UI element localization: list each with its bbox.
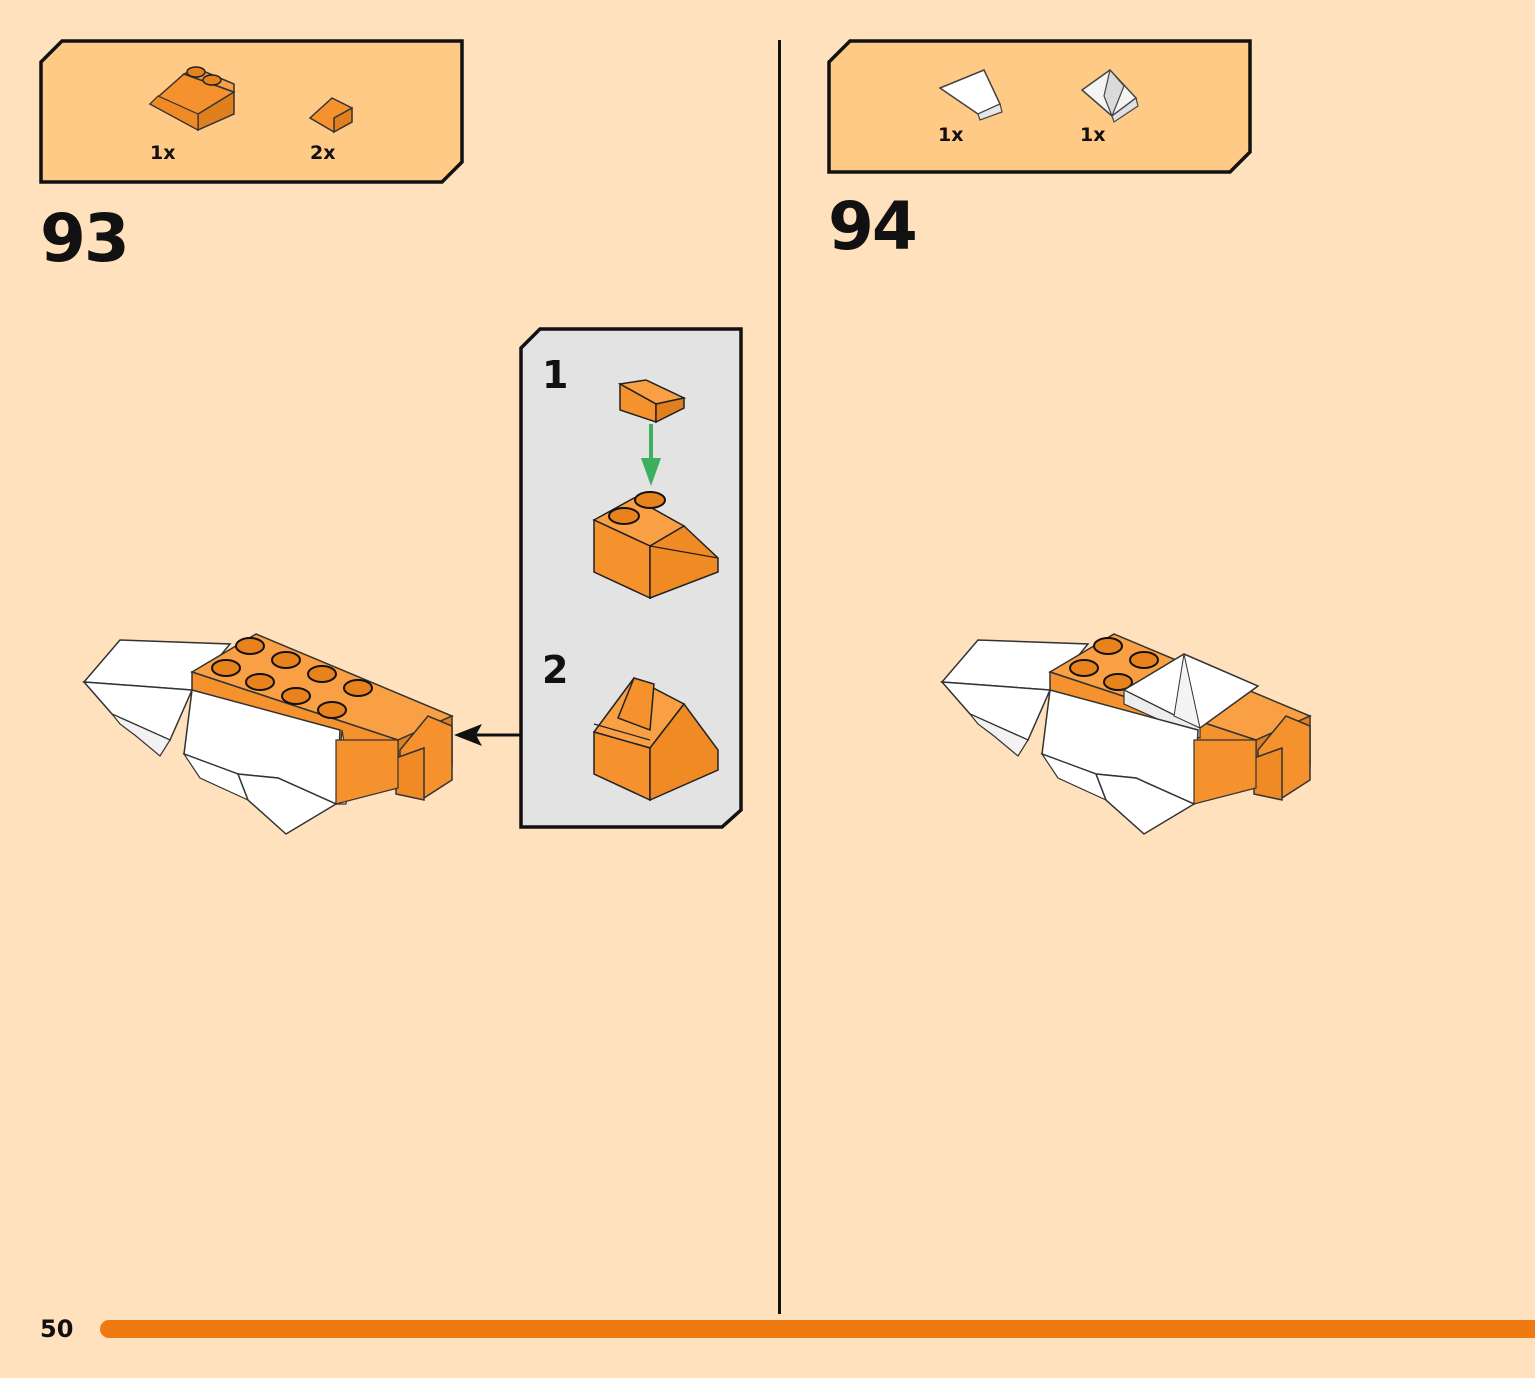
model-step-93 — [82, 633, 454, 835]
orange-slope-1x1-icon — [617, 379, 687, 424]
step-number: 93 — [40, 200, 130, 277]
white-pyramid-slope-icon — [1080, 68, 1139, 123]
orange-slope-2x2-icon — [592, 491, 719, 600]
sub-step-number: 1 — [542, 353, 569, 397]
model-step-94 — [940, 633, 1312, 835]
part-qty-label: 1x — [938, 124, 964, 146]
parts-list-box-step-94 — [827, 39, 1252, 174]
part-qty-label: 1x — [150, 142, 176, 164]
step-number: 94 — [828, 188, 918, 265]
part-qty-label: 2x — [310, 142, 336, 164]
orange-slope-1x1-icon — [308, 97, 354, 134]
green-down-arrow-icon — [641, 424, 661, 486]
sub-step-number: 2 — [542, 648, 569, 692]
page-divider — [778, 40, 781, 1314]
parts-list-box-step-93 — [39, 39, 464, 184]
orange-subassembly-icon — [592, 677, 719, 802]
page-number: 50 — [40, 1315, 74, 1343]
part-qty-label: 1x — [1080, 124, 1106, 146]
progress-bar — [100, 1320, 1535, 1338]
attach-arrow-icon — [454, 724, 520, 746]
orange-slope-2x2-icon — [148, 66, 236, 132]
white-wedge-plate-icon — [938, 69, 1003, 121]
